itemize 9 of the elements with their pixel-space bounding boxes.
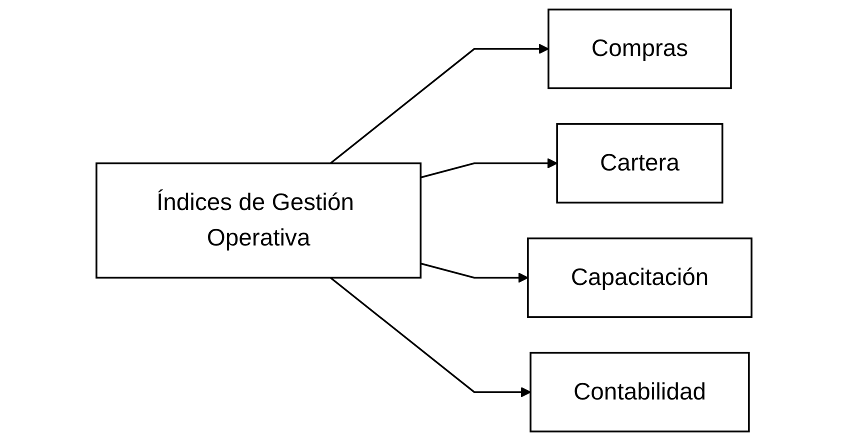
arrow [420, 158, 558, 178]
node-box: Índices de Gestión Operativa [96, 162, 422, 279]
arrow [420, 262, 528, 283]
node-box: Contabilidad [530, 352, 750, 432]
arrow [330, 44, 549, 164]
node-box: Capacitación [527, 237, 752, 318]
node-box: Compras [548, 8, 732, 90]
node-box: Cartera [556, 123, 724, 204]
arrow [330, 277, 532, 398]
